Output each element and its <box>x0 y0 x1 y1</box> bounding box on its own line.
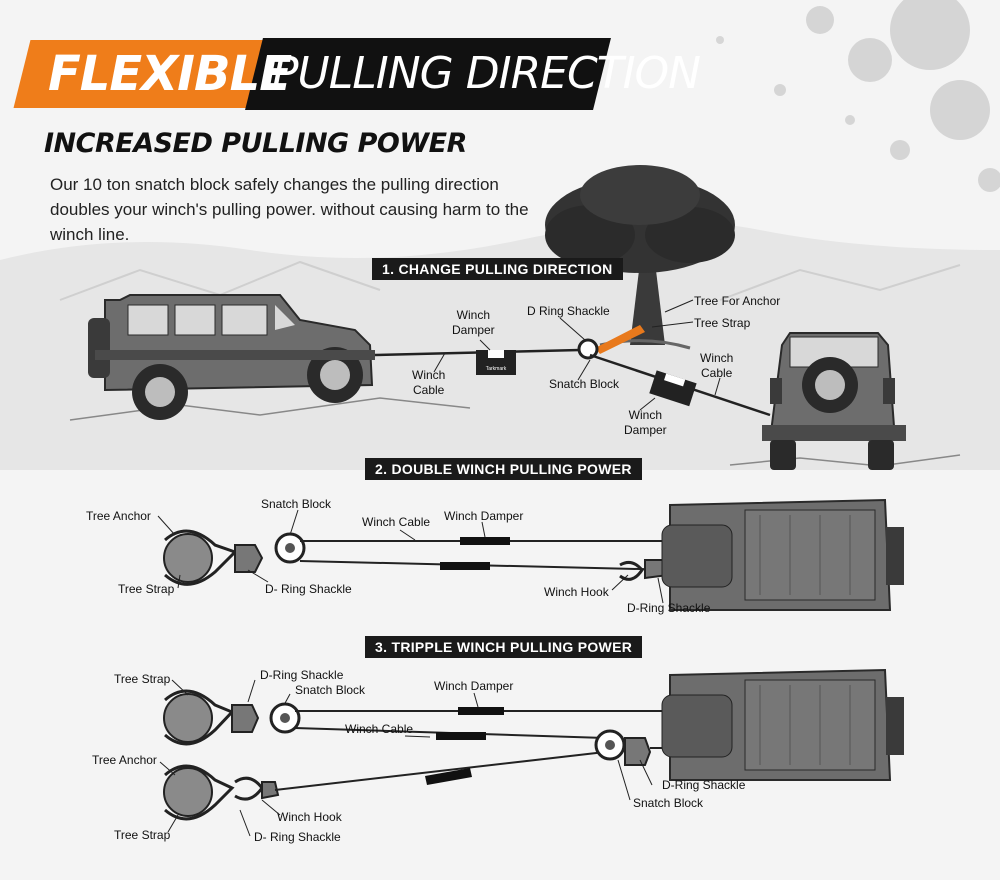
label-winch-damper-right: Winch Damper <box>624 408 667 437</box>
winch-damper-right <box>649 370 697 407</box>
label-tree-strap: Tree Strap <box>118 582 175 596</box>
subheading: INCREASED PULLING POWER <box>44 128 467 159</box>
svg-text:Tarkmark: Tarkmark <box>486 366 507 372</box>
section3-illustration <box>163 668 904 821</box>
leader-lines <box>157 299 721 837</box>
label-winch-cable-right: Winch Cable <box>700 351 734 380</box>
label-winch-damper: Winch Damper <box>452 308 495 337</box>
title-flexible: FLEXIBLE <box>48 46 292 102</box>
tree-strap <box>595 325 645 354</box>
label-tree-anchor: Tree Anchor <box>86 509 151 523</box>
label-d-ring-shackle: D Ring Shackle <box>527 304 610 318</box>
label-d-ring-shackle-right: D-Ring Shackle <box>662 778 746 792</box>
label-winch-hook: Winch Hook <box>277 810 342 824</box>
label-tree-strap-bottom: Tree Strap <box>114 828 171 842</box>
label-d-ring-shackle-bottom: D- Ring Shackle <box>254 830 341 844</box>
grunge-texture <box>716 0 1000 192</box>
title-pulling-direction: PULLING DIRECTION <box>272 48 701 99</box>
label-winch-cable: Winch Cable <box>412 368 446 397</box>
label-d-ring-shackle: D- Ring Shackle <box>265 582 352 596</box>
label-d-ring-shackle-right: D-Ring Shackle <box>627 601 711 615</box>
tree-illustration <box>545 165 735 350</box>
label-snatch-block: Snatch Block <box>549 377 620 391</box>
winch-damper: Tarkmark <box>476 350 516 375</box>
label-tree-anchor: Tree Anchor <box>92 753 157 767</box>
section3-title: 3. TRIPPLE WINCH PULLING POWER <box>365 636 643 658</box>
label-tree-for-anchor: Tree For Anchor <box>694 294 781 308</box>
label-winch-cable: Winch Cable <box>362 515 431 529</box>
section2-illustration <box>163 498 904 611</box>
label-snatch-block: Snatch Block <box>261 497 332 511</box>
label-tree-strap-top: Tree Strap <box>114 672 171 686</box>
label-d-ring-shackle-top: D-Ring Shackle <box>260 668 344 682</box>
label-winch-damper: Winch Damper <box>444 509 524 523</box>
label-tree-strap: Tree Strap <box>694 316 751 330</box>
jeep-side-view <box>88 294 375 420</box>
label-winch-cable: Winch Cable <box>345 722 414 736</box>
label-winch-hook: Winch Hook <box>544 585 609 599</box>
description: Our 10 ton snatch block safely changes t… <box>50 175 529 244</box>
section1-title: 1. CHANGE PULLING DIRECTION <box>372 258 623 280</box>
jeep-rear-view <box>762 332 906 470</box>
label-winch-damper: Winch Damper <box>434 679 514 693</box>
section2-title: 2. DOUBLE WINCH PULLING POWER <box>365 458 642 480</box>
label-snatch-block-top: Snatch Block <box>295 683 366 697</box>
label-snatch-block-right: Snatch Block <box>633 796 704 810</box>
